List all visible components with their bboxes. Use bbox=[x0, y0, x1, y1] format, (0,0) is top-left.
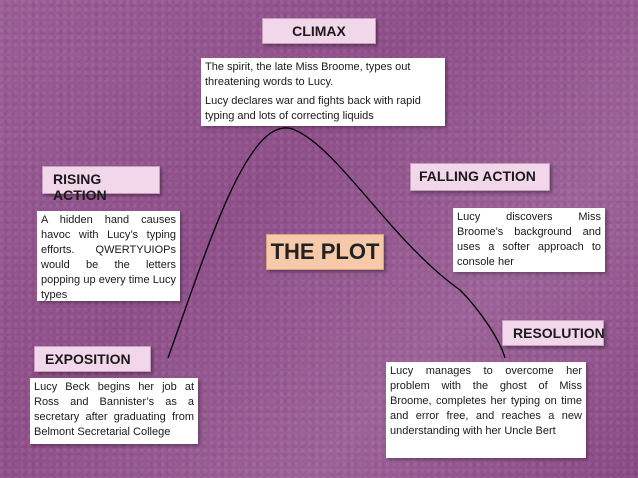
rising-action-heading: RISING ACTION bbox=[42, 166, 160, 203]
falling-action-heading: FALLING ACTION bbox=[410, 163, 550, 191]
plot-title: THE PLOT bbox=[266, 234, 384, 270]
falling-action-text: Lucy discovers Miss Broome’s background … bbox=[453, 208, 605, 272]
plot-arc-line bbox=[167, 127, 506, 359]
resolution-heading: RESOLUTION bbox=[502, 320, 605, 346]
resolution-text: Lucy manages to overcome her problem wit… bbox=[386, 362, 586, 458]
climax-heading: CLIMAX bbox=[262, 18, 376, 44]
climax-line-1: The spirit, the late Miss Broome, types … bbox=[205, 61, 411, 88]
rising-action-text: A hidden hand causes havoc with Lucy’s t… bbox=[37, 211, 180, 301]
climax-text: The spirit, the late Miss Broome, types … bbox=[201, 58, 445, 126]
climax-line-2: Lucy declares war and fights back with r… bbox=[205, 95, 421, 122]
exposition-heading: EXPOSITION bbox=[34, 346, 151, 372]
exposition-text: Lucy Beck begins her job at Ross and Ban… bbox=[30, 378, 198, 444]
